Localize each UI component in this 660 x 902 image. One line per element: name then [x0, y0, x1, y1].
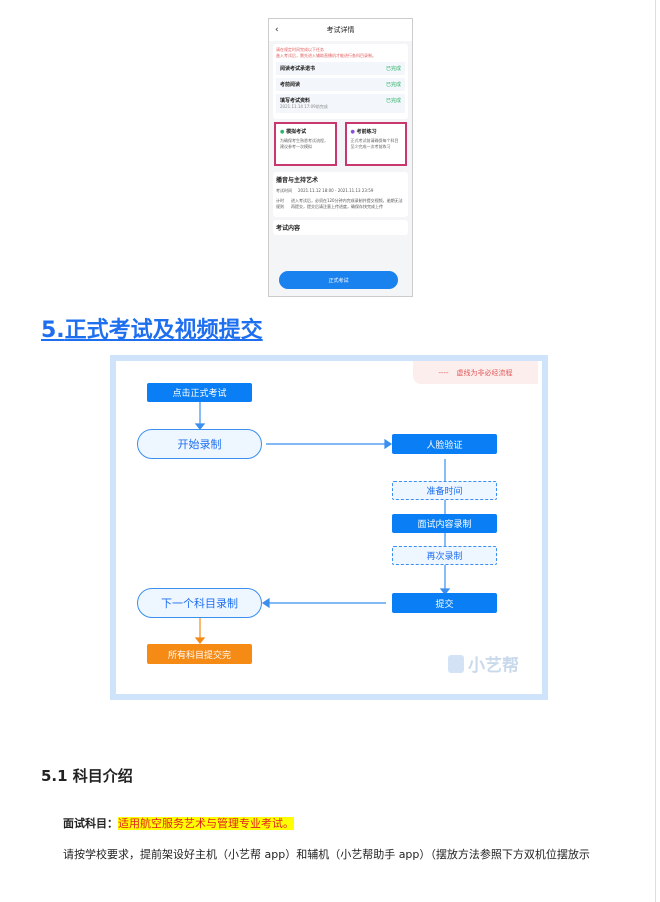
xiaoyibang-logo: 小艺帮: [448, 651, 519, 676]
section-heading: 5.正式考试及视频提交: [41, 318, 263, 343]
practice-card: ● 考前练习正式考试前请确保每个科目至少完成一次考前练习: [344, 122, 407, 166]
warning: 请在规定时间完成以下任务: [276, 47, 324, 52]
warning: 進入考试后，需先进入辅助直播机才能进行各科目录制。: [276, 53, 376, 58]
back-icon: ‹: [275, 25, 279, 35]
start-recording-step: 开始录制: [137, 429, 262, 459]
content-label: 考试内容: [276, 225, 301, 232]
click-formal-exam-step: 点击正式考试: [147, 383, 252, 402]
phone-title: 考试详情: [326, 26, 355, 34]
face-verify-step: 人脸验证: [392, 434, 497, 454]
phone-screenshot: ‹ 考试详情 请在规定时间完成以下任务 進入考试后，需先进入辅助直播机才能进行各科…: [268, 18, 413, 297]
next-subject-step: 下一个科目录制: [137, 588, 262, 618]
interview-recording-step: 面试内容录制: [392, 514, 497, 533]
task-item: 考前阅读已完成: [276, 78, 405, 91]
subject-highlight: 适用航空服务艺术与管理专业考试。: [118, 817, 294, 830]
prep-time-step: 准备时间: [392, 481, 497, 500]
subject-title: 播音与主持艺术: [276, 177, 319, 184]
re-record-step: 再次录制: [392, 546, 497, 565]
instruction-paragraph: 请按学校要求，提前架设好主机（小艺帮 app）和辅机（小艺帮助手 app）（摆放…: [63, 848, 590, 861]
flowchart: ----虚线为非必经流程 点击正式考试 开始录制 人脸验证 准备时间 面试内容录…: [110, 355, 548, 700]
start-exam-button: 正式考试: [279, 271, 398, 289]
all-submitted-step: 所有科目提交完: [147, 644, 252, 664]
mock-exam-card: ● 模拟考试为确保考生熟悉考试流程，建议参考一次模拟: [274, 122, 337, 166]
logo-icon: [448, 654, 464, 673]
task-item: 阅读考试承诺书已完成: [276, 62, 405, 75]
submit-step: 提交: [392, 593, 497, 613]
subject-line: 面试科目：适用航空服务艺术与管理专业考试。: [63, 817, 294, 830]
page-edge: [655, 0, 656, 902]
subsection-title: 5.1 科目介绍: [41, 767, 133, 785]
legend: ----虚线为非必经流程: [413, 361, 538, 384]
